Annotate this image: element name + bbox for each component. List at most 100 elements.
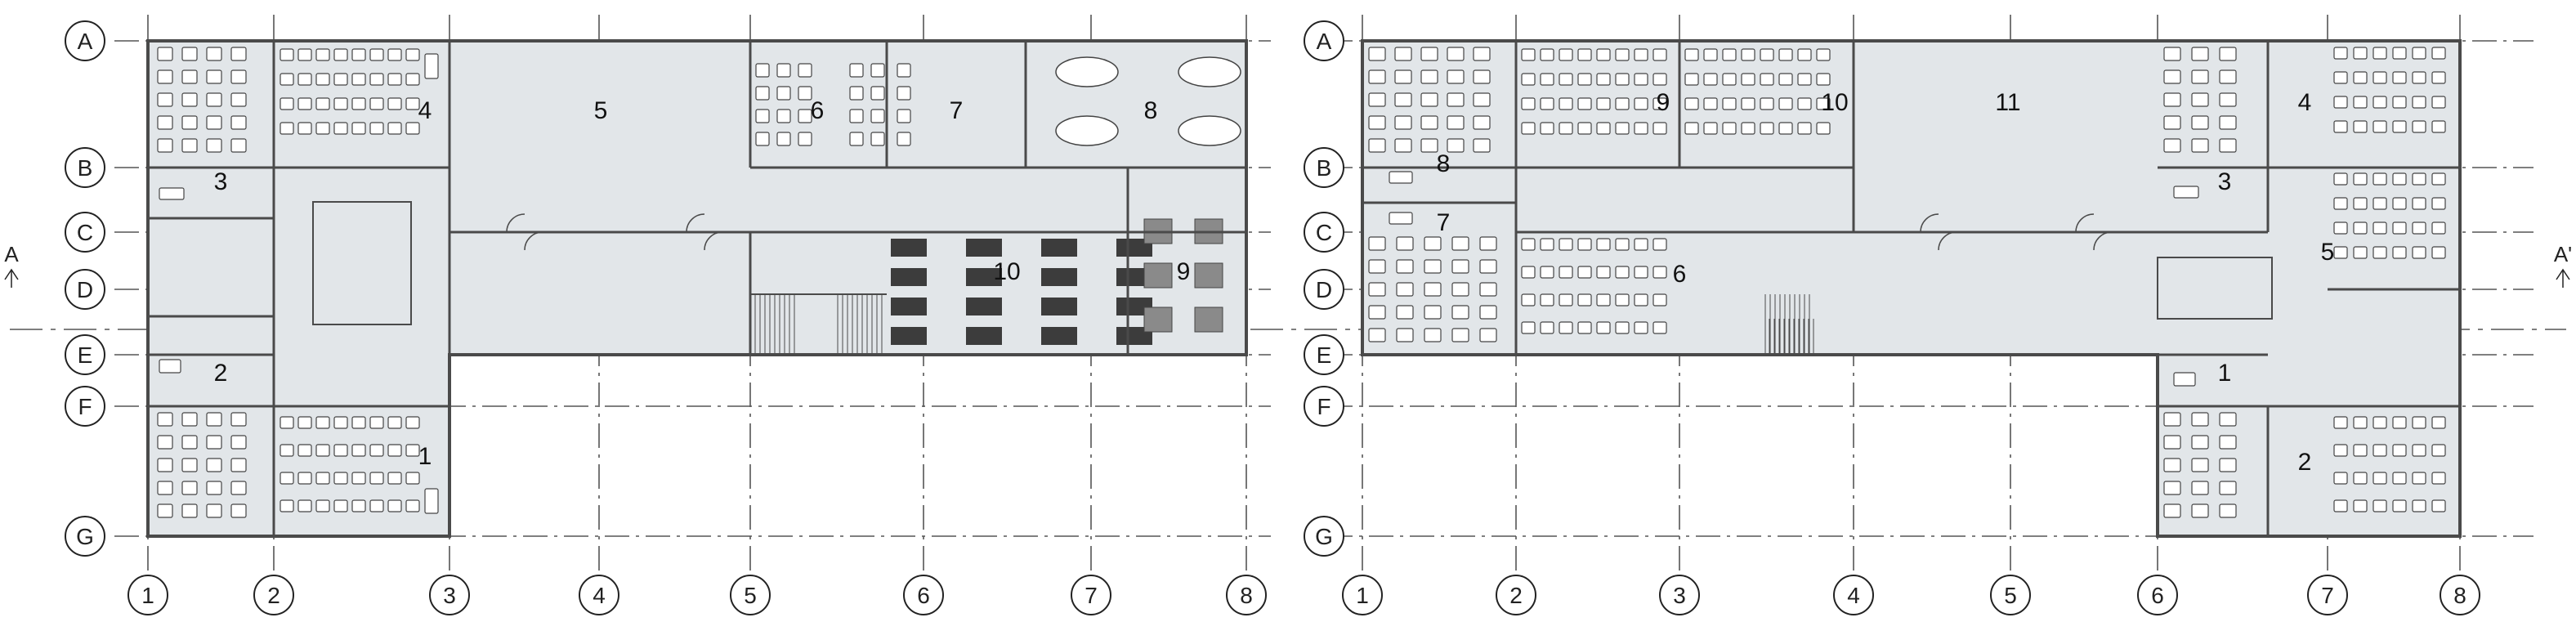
right-room7-desk [1424, 328, 1442, 342]
right-room10-desk [1816, 122, 1831, 135]
left-meeting-table-3 [1178, 115, 1241, 146]
grid-bubble-mid-A-label: A [1317, 29, 1332, 54]
left-room4-desk [387, 122, 402, 135]
right-room-w-top-desk [1447, 115, 1465, 130]
right-room-w-top-desk [1368, 69, 1386, 84]
left-room4-desk [405, 73, 420, 86]
grid-bubble-right-col-4-label: 4 [1847, 583, 1860, 608]
right-r-room-bot-desk [2163, 481, 2181, 495]
left-room1-desk [297, 499, 312, 512]
right-r-room-top-desk [2219, 115, 2237, 130]
left-r1w-desk [206, 481, 222, 495]
grid-bubble-left-D-label: D [77, 277, 93, 302]
right-r-room-bot-desk [2219, 481, 2237, 495]
door-arc-b-1 [704, 231, 723, 251]
left-r4w-desk [230, 138, 247, 153]
right-room5-desk [2431, 197, 2446, 210]
right-room4-desk [2353, 120, 2368, 133]
right-room-w-top-desk [1447, 138, 1465, 153]
grid-bubble-left-col-2: 2 [253, 575, 294, 615]
right-room4-desk [2333, 96, 2348, 109]
right-room7-desk [1479, 328, 1497, 342]
right-room2-desk [2353, 416, 2368, 429]
left-workshop-table [891, 327, 927, 345]
right-room10-desk [1778, 48, 1793, 61]
grid-bubble-left-col-2-circle [253, 575, 294, 615]
left-lab7-desk [897, 132, 911, 146]
right-room9-desk [1615, 73, 1630, 86]
left-room1-desk [333, 416, 348, 429]
door-arc-0 [506, 213, 525, 233]
left-room4-desk [333, 97, 348, 110]
right-room9-desk [1521, 122, 1536, 135]
left-r1w-desk [181, 503, 198, 518]
grid-bubble-right-col-2: 2 [1496, 575, 1536, 615]
right-room9-desk [1559, 122, 1573, 135]
right-room5-desk [2373, 172, 2387, 186]
grid-bubble-left-A-label: A [78, 29, 93, 54]
left-lab6-desk [798, 86, 812, 101]
right-room7-desk [1479, 305, 1497, 320]
right-r-room-bot-desk [2163, 435, 2181, 450]
door-arc-b-2 [1938, 231, 1957, 251]
left-room1-desk [387, 444, 402, 457]
room-label-right-5: 5 [2321, 239, 2335, 266]
left-room3-desk [159, 187, 185, 200]
left-r1w-desk [206, 412, 222, 427]
right-r-room-top-desk [2163, 115, 2181, 130]
left-room1-desk [351, 499, 366, 512]
right-room7-desk [1368, 328, 1386, 342]
right-room6-desk [1521, 293, 1536, 307]
right-room2-desk [2333, 499, 2348, 512]
right-room-w-top-desk [1394, 47, 1412, 61]
left-lab6-desk [798, 63, 812, 78]
left-r4w-desk [181, 47, 198, 61]
right-room-w-top-desk [1420, 115, 1438, 130]
left-room4-desk [280, 97, 294, 110]
grid-bubble-mid-F-circle [1304, 386, 1344, 427]
grid-bubble-right-col-6: 6 [2137, 575, 2178, 615]
right-room4-desk [2431, 47, 2446, 60]
right-room5-desk [2392, 197, 2407, 210]
room-label-left-4: 4 [418, 97, 432, 124]
right-room2-desk [2333, 472, 2348, 485]
right-room9-desk [1540, 48, 1554, 61]
grid-bubble-left-C-label: C [77, 220, 93, 245]
right-room10-desk [1778, 73, 1793, 86]
left-r4w-desk [206, 115, 222, 130]
left-lab6-desk [798, 132, 812, 146]
grid-bubble-right-col-5: 5 [1990, 575, 2031, 615]
left-room4-teacher-desk [424, 53, 439, 79]
left-lab6-desk [755, 63, 770, 78]
grid-bubble-left-col-8: 8 [1226, 575, 1267, 615]
grid-bubble-right-col-2-label: 2 [1509, 583, 1523, 608]
right-room6-desk [1521, 266, 1536, 279]
right-room2-desk [2373, 444, 2387, 457]
grid-bubble-left-B-circle [65, 147, 105, 188]
left-workshop-table [966, 327, 1002, 345]
right-room10-desk [1703, 97, 1718, 110]
grid-bubble-left-col-2-label: 2 [267, 583, 280, 608]
left-r4w-desk [206, 69, 222, 84]
right-room2-desk [2333, 444, 2348, 457]
room-label-right-6: 6 [1673, 261, 1687, 288]
left-workshop-table [1041, 327, 1077, 345]
room-label-left-8: 8 [1144, 97, 1158, 124]
grid-bubble-right-col-7-circle [2307, 575, 2348, 615]
door-arc-b-0 [524, 231, 543, 251]
right-room6-desk [1596, 238, 1611, 251]
right-room5-desk [2333, 246, 2348, 259]
right-r-room-bot-desk [2191, 481, 2209, 495]
grid-bubble-left-F: F [65, 386, 105, 427]
right-room6-desk [1615, 293, 1630, 307]
grid-bubble-left-col-3-label: 3 [443, 583, 456, 608]
right-room4-desk [2412, 120, 2426, 133]
left-workshop-table [891, 298, 927, 315]
left-room1-desk [405, 472, 420, 485]
right-room10-desk [1684, 122, 1699, 135]
grid-bubble-left-col-1: 1 [127, 575, 168, 615]
grid-bubble-left-col-3: 3 [429, 575, 470, 615]
left-r1w-desk [206, 458, 222, 472]
left-room4-desk [387, 48, 402, 61]
grid-bubble-mid-D: D [1304, 269, 1344, 310]
